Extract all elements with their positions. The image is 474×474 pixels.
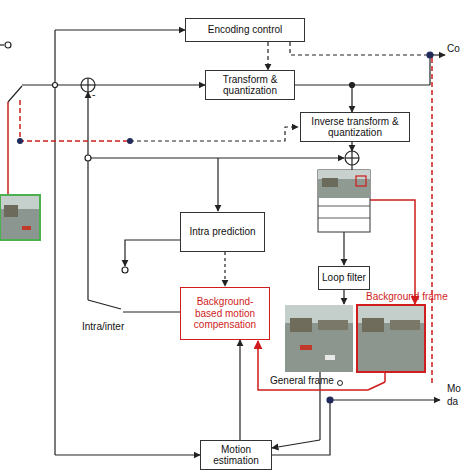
process-box: Motion estimation <box>200 440 272 470</box>
annotation-label: Mo <box>447 384 461 394</box>
process-box: Encoding control <box>185 18 305 42</box>
photo-border <box>0 195 40 240</box>
process-box: Intra prediction <box>180 212 265 252</box>
motion-data-wire <box>272 400 440 455</box>
junction-dot <box>53 83 58 88</box>
photo-ground <box>0 195 40 240</box>
control-input-wire <box>55 29 185 30</box>
recon-wire <box>351 142 352 151</box>
input-switch <box>8 86 22 102</box>
annotation-label: Intra/inter <box>82 322 124 332</box>
photo-ground <box>318 170 370 198</box>
control-wire <box>290 42 428 55</box>
node-text: Encoding control <box>208 24 283 36</box>
switch-contact <box>122 267 128 273</box>
photo-car <box>22 226 31 230</box>
process-box: Inverse transform & quantization <box>300 112 410 142</box>
background-signal <box>431 58 433 383</box>
background-frame-photo <box>357 305 425 372</box>
mode-switch <box>88 300 121 309</box>
process-box: Background-based motion compensation <box>180 287 270 340</box>
process-box: Loop filter <box>318 266 370 290</box>
background-path <box>370 200 415 304</box>
recon-wire <box>343 232 344 265</box>
reference-wire <box>272 440 320 448</box>
node-text: Loop filter <box>322 272 366 284</box>
inter-output-wire <box>123 311 180 312</box>
connector-arrow <box>295 85 352 112</box>
connector-arrow <box>267 42 268 70</box>
adder-symbol <box>345 151 359 165</box>
intra-input-wire <box>217 158 218 211</box>
me-input-wire <box>55 454 200 455</box>
photo-car <box>325 355 335 360</box>
photo-building <box>4 205 18 217</box>
input-bus <box>54 30 55 455</box>
reconstructed-frame <box>318 170 370 232</box>
photo-car <box>300 345 312 350</box>
recon-wire <box>343 290 344 304</box>
input-frame-photo <box>0 195 40 240</box>
control-wire <box>130 127 298 141</box>
recon-wire <box>351 165 352 170</box>
annotation-label: da <box>447 397 458 407</box>
reference-switch <box>368 382 385 390</box>
control-wire <box>224 252 225 286</box>
input-wire <box>0 44 4 45</box>
intra-output-wire <box>125 240 180 266</box>
photo-ground <box>285 305 353 372</box>
frame-row <box>318 206 370 207</box>
photo-ground <box>357 305 425 372</box>
node-text: Intra prediction <box>189 226 255 238</box>
background-path <box>384 372 386 382</box>
annotation-label: - <box>92 90 95 100</box>
junction-dot <box>327 397 333 403</box>
node-text: Inverse transform & quantization <box>304 116 406 139</box>
prediction-wire <box>88 157 344 158</box>
annotation-label: Co <box>447 44 460 54</box>
coeff-wire <box>352 84 430 85</box>
photo-building <box>362 318 384 332</box>
general-frame-photo <box>285 305 353 372</box>
process-box: Transform & quantization <box>205 70 295 100</box>
photo-sky <box>318 170 370 179</box>
adder-symbol <box>351 151 352 165</box>
coeff-wire <box>429 58 430 85</box>
node-text: Transform & quantization <box>209 74 291 97</box>
junction-dot <box>427 52 433 58</box>
annotation-label: General frame <box>270 376 334 386</box>
photo-building <box>318 320 348 330</box>
photo-building <box>390 320 420 330</box>
background-path <box>7 102 9 195</box>
photo-building <box>322 178 338 187</box>
node-text: Motion estimation <box>204 444 268 467</box>
connector-arrow <box>239 340 240 440</box>
subtractor-symbol <box>87 78 88 92</box>
background-region <box>356 176 366 186</box>
node-text: Background-based motion compensation <box>184 296 266 331</box>
frame-border <box>318 170 370 232</box>
background-signal <box>20 100 130 141</box>
output-wire <box>432 54 445 55</box>
input-wire <box>22 84 81 85</box>
junction-dot <box>127 138 133 144</box>
residual-wire <box>95 84 205 85</box>
switch-contact <box>338 381 343 386</box>
photo-border <box>357 305 425 372</box>
junction-dot <box>85 155 91 161</box>
junction-dot <box>17 138 23 144</box>
photo-building <box>290 318 312 332</box>
switch-contact <box>5 42 11 48</box>
prediction-wire <box>87 92 88 300</box>
annotation-label: Background frame <box>366 292 448 302</box>
frame-row <box>318 218 370 219</box>
